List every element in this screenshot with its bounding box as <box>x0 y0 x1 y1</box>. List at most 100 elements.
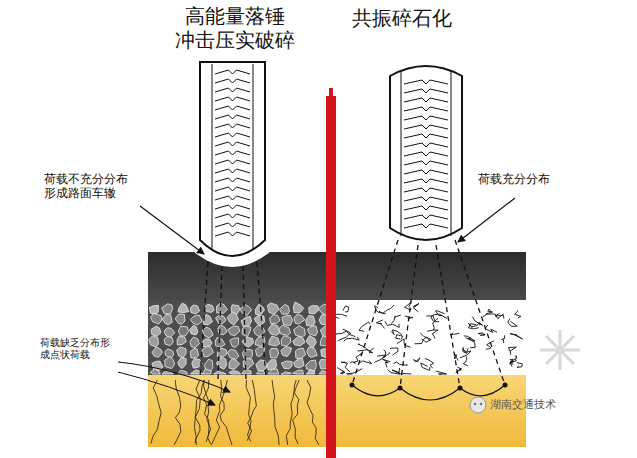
tread-chevron <box>404 80 448 84</box>
tread-chevron <box>404 89 448 93</box>
stone <box>227 312 238 325</box>
crack <box>341 362 350 372</box>
base-crack <box>286 380 296 445</box>
crack <box>515 311 521 318</box>
crack <box>413 304 419 312</box>
base-crack <box>307 380 319 445</box>
tread-chevron <box>404 206 448 210</box>
divider-bar <box>326 96 336 458</box>
crack <box>358 344 374 351</box>
tread-chevron <box>215 106 250 110</box>
tread-chevron <box>215 88 250 92</box>
stone <box>190 349 199 358</box>
leader-arrow <box>458 198 515 242</box>
stone <box>216 315 227 325</box>
callout-note: 荷载不充分分布 形成路面车辙 <box>44 172 144 201</box>
base-crack <box>204 380 209 442</box>
crack <box>472 317 483 326</box>
stone <box>254 316 265 326</box>
crack <box>420 333 431 342</box>
crack <box>379 305 394 313</box>
stone <box>267 360 276 370</box>
tread-chevron <box>215 124 250 128</box>
stone <box>293 336 305 346</box>
crack <box>337 368 345 375</box>
stone <box>217 303 228 313</box>
tread-chevron <box>404 107 448 111</box>
tread-chevron <box>215 169 250 173</box>
crack <box>508 319 518 327</box>
crack <box>354 353 362 363</box>
crack <box>486 341 494 350</box>
stone <box>281 372 291 374</box>
crack <box>377 352 390 357</box>
crack <box>478 333 485 336</box>
crack <box>436 371 447 374</box>
stone <box>175 314 185 324</box>
panel-title: 共振碎石化 <box>347 6 457 30</box>
stone <box>164 337 173 346</box>
stone <box>267 303 279 315</box>
tread-chevron <box>215 142 250 146</box>
tread-chevron <box>215 79 250 83</box>
tread-chevron <box>404 143 448 147</box>
stone <box>164 328 175 338</box>
stone <box>240 305 252 316</box>
crack <box>517 363 523 368</box>
stone <box>165 356 175 368</box>
crack <box>436 311 445 316</box>
stone <box>294 326 306 337</box>
load-lines <box>200 262 266 380</box>
stone <box>178 357 187 368</box>
tread-chevron <box>404 224 448 228</box>
stone <box>293 302 303 313</box>
crack <box>413 358 420 362</box>
tread-edge <box>253 64 254 250</box>
crack <box>334 331 355 337</box>
stone <box>214 371 226 374</box>
crack <box>432 330 438 339</box>
crack <box>391 330 402 335</box>
crack <box>486 309 493 314</box>
base-crack <box>204 380 211 444</box>
stone <box>178 303 189 313</box>
stone <box>177 336 186 345</box>
crack <box>510 334 523 339</box>
tread-pattern <box>215 70 250 236</box>
stone <box>202 346 214 357</box>
stone <box>149 305 158 313</box>
tread-chevron <box>215 196 250 200</box>
stone <box>280 304 290 314</box>
panel-title: 高能量落锤 冲击压实破碎 <box>168 4 302 52</box>
stone <box>150 369 160 374</box>
stone <box>190 325 198 335</box>
crack <box>509 347 517 355</box>
crack <box>464 336 475 341</box>
tread-chevron <box>215 160 250 164</box>
stone <box>229 371 241 374</box>
tread-chevron <box>404 98 448 102</box>
tread-chevron <box>404 197 448 201</box>
stone <box>151 314 162 325</box>
load-points <box>350 383 508 391</box>
tread-chevron <box>404 215 448 219</box>
tread-chevron <box>215 97 250 101</box>
stone <box>243 359 254 369</box>
leader-arrow <box>118 372 215 405</box>
tread-edge <box>401 70 402 236</box>
tread-chevron <box>404 179 448 183</box>
load-lines <box>352 240 505 388</box>
stone <box>152 347 162 358</box>
tread-chevron <box>215 151 250 155</box>
stone <box>294 358 304 368</box>
crack <box>485 325 497 332</box>
tread-chevron <box>404 116 448 120</box>
tread-chevron <box>404 134 448 138</box>
callout-note: 荷载缺乏分布形成点状荷载 <box>40 337 114 361</box>
asphalt-layer <box>148 252 330 300</box>
base-layer <box>148 375 526 447</box>
stone <box>269 336 280 346</box>
crack <box>359 322 370 332</box>
crack <box>388 370 412 374</box>
crack <box>396 335 403 340</box>
